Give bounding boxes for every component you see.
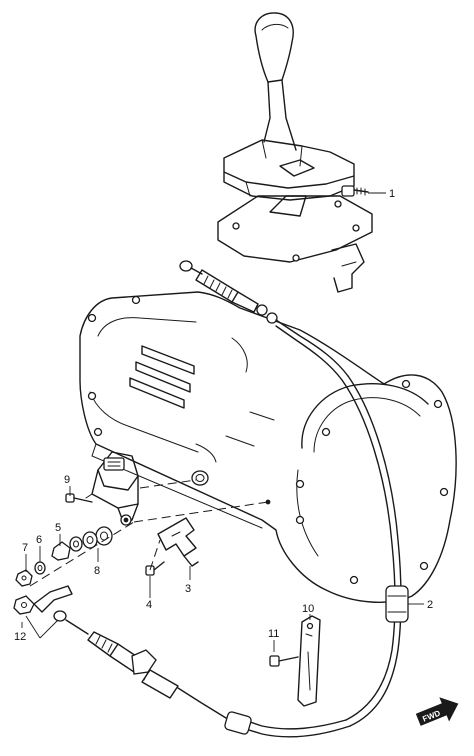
bracket-item-10 [297,615,321,707]
leader-lines [21,192,424,652]
callout-3: 3 [185,583,191,595]
callout-9: 9 [64,474,70,486]
forward-direction-badge: FWD [415,697,459,726]
selector-switch [85,451,139,526]
shift-cable [53,260,409,738]
bolt-item-1 [341,185,369,197]
callout-8: 8 [94,565,100,577]
nut-item-7 [15,569,33,587]
assembly-lines [29,479,269,587]
callout-5: 5 [55,522,61,534]
callout-4: 4 [146,599,152,611]
callout-2: 2 [427,599,433,611]
transmission-case [79,291,457,603]
callout-11: 11 [268,628,279,640]
callout-1: 1 [389,188,395,200]
cable-bracket-item-3 [157,517,199,567]
callout-10: 10 [302,603,314,615]
callout-7: 7 [22,542,28,554]
lever-item-12 [13,585,73,615]
bolt-item-11 [269,655,299,667]
bolt-item-4 [145,561,165,576]
bolt-item-9 [65,493,93,503]
callout-12: 12 [14,631,26,643]
washers [34,526,113,575]
callout-6: 6 [36,534,42,546]
shift-lever-assembly [217,12,373,293]
